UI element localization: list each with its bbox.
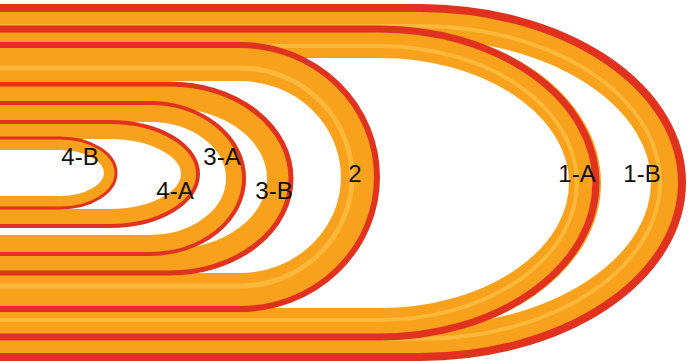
band-streak: [0, 46, 577, 320]
band-stripe: [0, 122, 198, 226]
band-label: 1-B: [623, 162, 660, 186]
band: [0, 95, 280, 262]
band: [0, 42, 585, 324]
band-label: 4-A: [156, 179, 193, 203]
band-stripe: [0, 103, 244, 254]
band-stripe: [0, 84, 291, 273]
band-streak: [0, 26, 660, 339]
band: [0, 112, 236, 245]
band-stripe: [0, 29, 596, 337]
band: [0, 130, 190, 218]
band-label: 2: [348, 162, 361, 186]
band-stripe: [0, 8, 682, 357]
band: [0, 62, 360, 292]
band-streak: [0, 68, 352, 286]
band-label: 3-A: [203, 145, 240, 169]
band-stripe: [0, 45, 377, 309]
band: [0, 22, 668, 343]
band-label: 4-B: [61, 145, 98, 169]
band: [0, 144, 110, 202]
band-label: 1-A: [558, 162, 595, 186]
band-stripe: [0, 138, 116, 208]
band-label: 3-B: [255, 179, 292, 203]
